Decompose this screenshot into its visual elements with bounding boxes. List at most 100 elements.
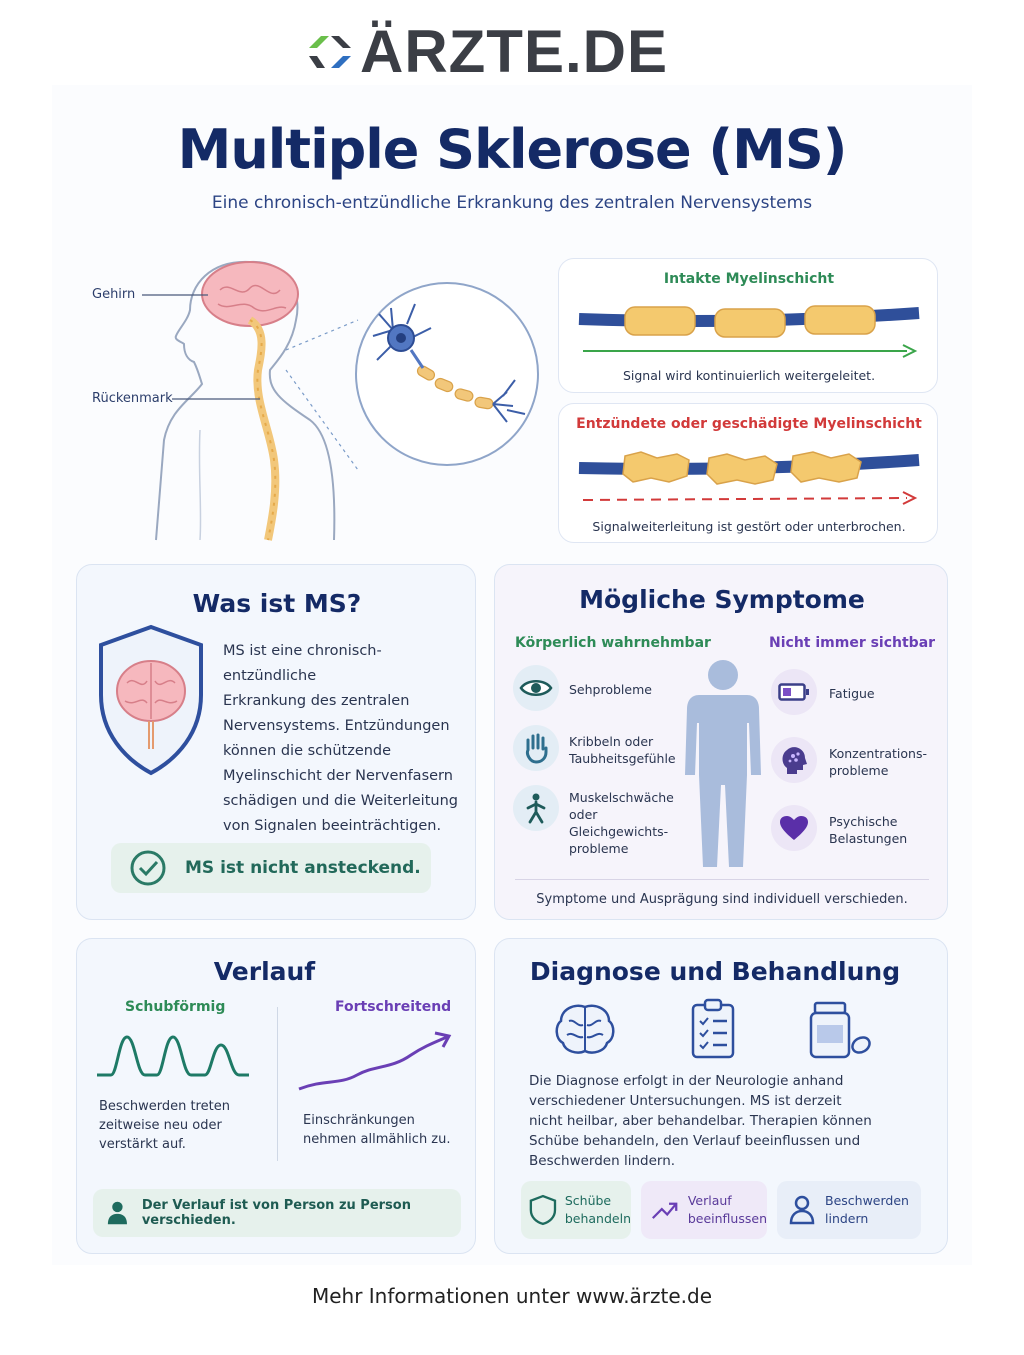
logo-text: ÄRZTE.DE (360, 18, 668, 85)
logo: ÄRZTE.DE (0, 22, 1024, 82)
symptoms-invisible-heading: Nicht immer sichtbar (769, 635, 936, 651)
progressive-trend-icon (298, 1031, 452, 1091)
symptom-line: Gleichgewichts- (569, 824, 669, 839)
progressive-heading: Fortschreitend (335, 999, 452, 1015)
course-note: Der Verlauf ist von Person zu Person ver… (93, 1189, 461, 1237)
what-is-ms-line: Nervensystems. Entzündungen (223, 718, 450, 734)
intact-myelin-title: Intakte Myelinschicht (663, 271, 835, 287)
pill-line: Beschwerden (825, 1193, 909, 1208)
symptom-vision: Sehprobleme (569, 681, 652, 698)
symptom-line: Muskelschwäche (569, 790, 674, 805)
brain-icon (555, 1004, 615, 1054)
pill-line: behandeln (564, 1211, 631, 1226)
pill-line: beeinflussen (687, 1211, 767, 1226)
symptom-line: Psychische (829, 814, 898, 829)
relapsing-heading: Schubförmig (125, 999, 226, 1015)
what-is-ms-line: von Signalen beeinträchtigen. (223, 818, 442, 834)
spinal-cord-label: Rückenmark (92, 391, 173, 406)
not-contagious-note: MS ist nicht ansteckend. (111, 843, 431, 893)
pill-line: lindern (825, 1211, 869, 1226)
battery-low-icon (771, 669, 817, 715)
diagnosis-line: Beschwerden lindern. (529, 1153, 676, 1169)
what-is-ms-line: Myelinschicht der Nervenfasern (223, 768, 453, 784)
page-subtitle: Eine chronisch-entzündliche Erkrankung d… (211, 193, 813, 213)
person-icon (107, 1201, 127, 1225)
symptoms-visible-heading: Körperlich wahrnehmbar (515, 635, 711, 651)
relieve-symptoms-pill: Beschwerden lindern (777, 1181, 921, 1239)
what-is-ms-line: können die schützende (223, 743, 392, 759)
symptom-line: probleme (829, 763, 889, 778)
intact-nerve-fiber-icon (578, 305, 920, 358)
symptom-line: Belastungen (829, 831, 908, 846)
symptom-line: Sehprobleme (569, 682, 652, 697)
symptom-line: Kribbeln oder (569, 734, 654, 749)
heart-icon (771, 805, 817, 851)
body-silhouette-icon (685, 660, 761, 867)
symptom-line: Fatigue (829, 686, 875, 701)
course-note-text: Der Verlauf ist von Person zu Person ver… (141, 1198, 411, 1228)
diagnosis-line: Die Diagnose erfolgt in der Neurologie a… (529, 1073, 844, 1089)
course-line: Einschränkungen (303, 1113, 415, 1128)
damaged-nerve-fiber-icon (578, 451, 920, 505)
course-divider (277, 1007, 278, 1161)
course-card: Verlauf Schubförmig Fortschreitend Besch… (76, 938, 476, 1254)
treat-relapses-pill: Schübe behandeln (521, 1181, 631, 1239)
human-body-icon (142, 260, 359, 541)
symptom-concentration: Konzentrations- probleme (829, 745, 927, 779)
shield-icon (529, 1194, 557, 1226)
symptom-line: probleme (569, 841, 629, 856)
neuron-icon (372, 303, 526, 423)
footer-info: Mehr Informationen unter www.ärzte.de (311, 1284, 713, 1308)
pill-line: Schübe (564, 1193, 612, 1208)
diagnosis-card: Diagnose und Behandlung Die Diagnose erf… (494, 938, 948, 1254)
course-title: Verlauf (213, 957, 316, 986)
damaged-myelin-caption: Signalweiterleitung ist gestört oder unt… (592, 519, 906, 534)
diagnosis-text: Die Diagnose erfolgt in der Neurologie a… (529, 1071, 872, 1171)
symptoms-footer: Symptome und Ausprägung sind individuell… (536, 892, 908, 907)
what-is-ms-title: Was ist MS? (192, 589, 362, 618)
course-line: verstärkt auf. (99, 1137, 186, 1152)
progressive-text: Einschränkungen nehmen allmählich zu. (303, 1111, 451, 1149)
neuron-magnifier (355, 282, 539, 466)
shield-brain-icon (99, 624, 203, 776)
damaged-myelin-title: Entzündete oder geschädigte Myelinschich… (576, 416, 922, 432)
course-line: nehmen allmählich zu. (303, 1132, 451, 1147)
symptom-fatigue: Fatigue (829, 685, 875, 702)
relapsing-wave-icon (97, 1035, 249, 1077)
symptoms-title: Mögliche Symptome (579, 585, 865, 614)
trend-arrow-icon (652, 1202, 678, 1219)
anatomy-illustration: Gehirn Rückenmark (90, 250, 560, 550)
damaged-myelin-panel: Entzündete oder geschädigte Myelinschich… (558, 403, 938, 543)
symptoms-card: Mögliche Symptome Körperlich wahrnehmbar… (494, 564, 948, 920)
diagnosis-line: verschiedener Untersuchungen. MS ist der… (529, 1093, 842, 1109)
symptom-line: Taubheitsgefühle (569, 751, 676, 766)
what-is-ms-line: MS ist eine chronisch-entzündliche (223, 643, 382, 684)
diagnosis-line: nicht heilbar, aber behandelbar. Therapi… (529, 1113, 872, 1129)
diagnosis-line: Schübe behandeln, den Verlauf beeinfluss… (529, 1133, 861, 1149)
course-line: Beschwerden treten (99, 1099, 230, 1114)
eye-icon (513, 665, 559, 711)
not-contagious-text: MS ist nicht ansteckend. (185, 858, 421, 878)
what-is-ms-card: Was ist MS? MS ist eine chronisch-entzün… (76, 564, 476, 920)
brain-label: Gehirn (92, 287, 136, 302)
course-line: zeitweise neu oder (99, 1118, 222, 1133)
page-title: Multiple Sklerose (MS) (177, 118, 848, 181)
intact-myelin-caption: Signal wird kontinuierlich weitergeleite… (622, 368, 876, 383)
logo-mark-icon (309, 36, 351, 68)
intact-myelin-panel: Intakte Myelinschicht Signal wird kontin… (558, 258, 938, 393)
person-outline-icon (789, 1195, 815, 1225)
symptom-weakness: Muskelschwäche oder Gleichgewichts- prob… (569, 789, 674, 857)
symptom-line: oder (569, 807, 598, 822)
what-is-ms-line: Erkrankung des zentralen (223, 693, 410, 709)
divider (515, 879, 929, 880)
what-is-ms-text: MS ist eine chronisch-entzündliche Erkra… (223, 639, 473, 839)
clipboard-checklist-icon (691, 998, 735, 1059)
head-brain-icon (771, 737, 817, 783)
relapsing-text: Beschwerden treten zeitweise neu oder ve… (99, 1097, 230, 1154)
walking-person-icon (513, 785, 559, 831)
pill-line: Verlauf (687, 1193, 732, 1208)
hand-icon (513, 725, 559, 771)
diagnosis-title: Diagnose und Behandlung (529, 957, 901, 986)
medication-icon (809, 1001, 871, 1059)
symptom-line: Konzentrations- (829, 746, 927, 761)
